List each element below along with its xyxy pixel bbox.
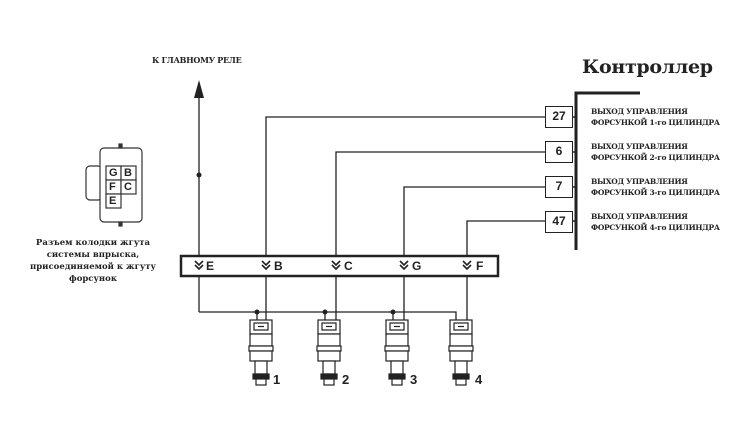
pin-label-b: B	[274, 259, 283, 273]
output-line: ФОРСУНКОЙ 3-го ЦИЛИНДРА	[591, 188, 720, 197]
output-line: ФОРСУНКОЙ 1-го ЦИЛИНДРА	[591, 118, 720, 127]
output-line: ВЫХОД УПРАВЛЕНИЯ	[591, 142, 688, 151]
cell-c: C	[124, 181, 132, 193]
output-line: ФОРСУНКОЙ 4-го ЦИЛИНДРА	[591, 223, 720, 232]
fuel-injector-icon	[316, 319, 342, 386]
output-label-1: ВЫХОД УПРАВЛЕНИЯ ФОРСУНКОЙ 1-го ЦИЛИНДРА	[591, 106, 720, 128]
wire-f-pin47	[466, 220, 545, 320]
wire-b-pin27	[265, 116, 545, 320]
pin-label-g: G	[412, 259, 422, 273]
pin-box-27: 27	[545, 106, 573, 128]
pin-box-6: 6	[545, 141, 573, 163]
injector-number-4: 4	[475, 372, 483, 387]
wire-c-pin6	[335, 151, 545, 320]
cell-b: B	[124, 167, 132, 179]
injector-number-1: 1	[273, 372, 281, 387]
pin-label-e: E	[206, 259, 215, 273]
arrow-up-icon	[194, 80, 204, 98]
pin-label-f: F	[476, 259, 484, 273]
injector-number-2: 2	[342, 372, 350, 387]
connector-plug-icon	[85, 143, 143, 227]
controller-bar	[574, 91, 640, 250]
cell-f: F	[109, 181, 116, 193]
fuel-injector-icon	[448, 319, 474, 386]
pin-chevron-icon	[194, 260, 204, 271]
cell-e: E	[109, 195, 117, 207]
injector-number-3: 3	[410, 372, 418, 387]
cell-g: G	[109, 167, 118, 179]
pin-box-7: 7	[545, 176, 573, 198]
output-line: ВЫХОД УПРАВЛЕНИЯ	[591, 212, 688, 221]
relay-label: К ГЛАВНОМУ РЕЛЕ	[152, 55, 242, 65]
wire-e-bus	[199, 311, 457, 320]
pin-chevron-icon	[261, 260, 271, 271]
output-label-2: ВЫХОД УПРАВЛЕНИЯ ФОРСУНКОЙ 2-го ЦИЛИНДРА	[591, 141, 720, 163]
controller-title: Контроллер	[582, 56, 713, 78]
fuel-injector-icon	[248, 319, 274, 386]
output-line: ВЫХОД УПРАВЛЕНИЯ	[591, 107, 688, 116]
output-label-3: ВЫХОД УПРАВЛЕНИЯ ФОРСУНКОЙ 3-го ЦИЛИНДРА	[591, 176, 720, 198]
pin-chevron-icon	[331, 260, 341, 271]
pin-chevron-icon	[399, 260, 409, 271]
output-line: ФОРСУНКОЙ 2-го ЦИЛИНДРА	[591, 153, 720, 162]
pin-chevron-icon	[462, 260, 472, 271]
fuel-injector-icon	[384, 319, 410, 386]
pin-box-47: 47	[545, 211, 573, 233]
wire-g-pin7	[403, 186, 545, 320]
output-label-4: ВЫХОД УПРАВЛЕНИЯ ФОРСУНКОЙ 4-го ЦИЛИНДРА	[591, 211, 720, 233]
pin-label-c: C	[344, 259, 353, 273]
connector-caption: Разъем колодки жгута системы впрыска, пр…	[30, 238, 156, 284]
output-line: ВЫХОД УПРАВЛЕНИЯ	[591, 177, 688, 186]
